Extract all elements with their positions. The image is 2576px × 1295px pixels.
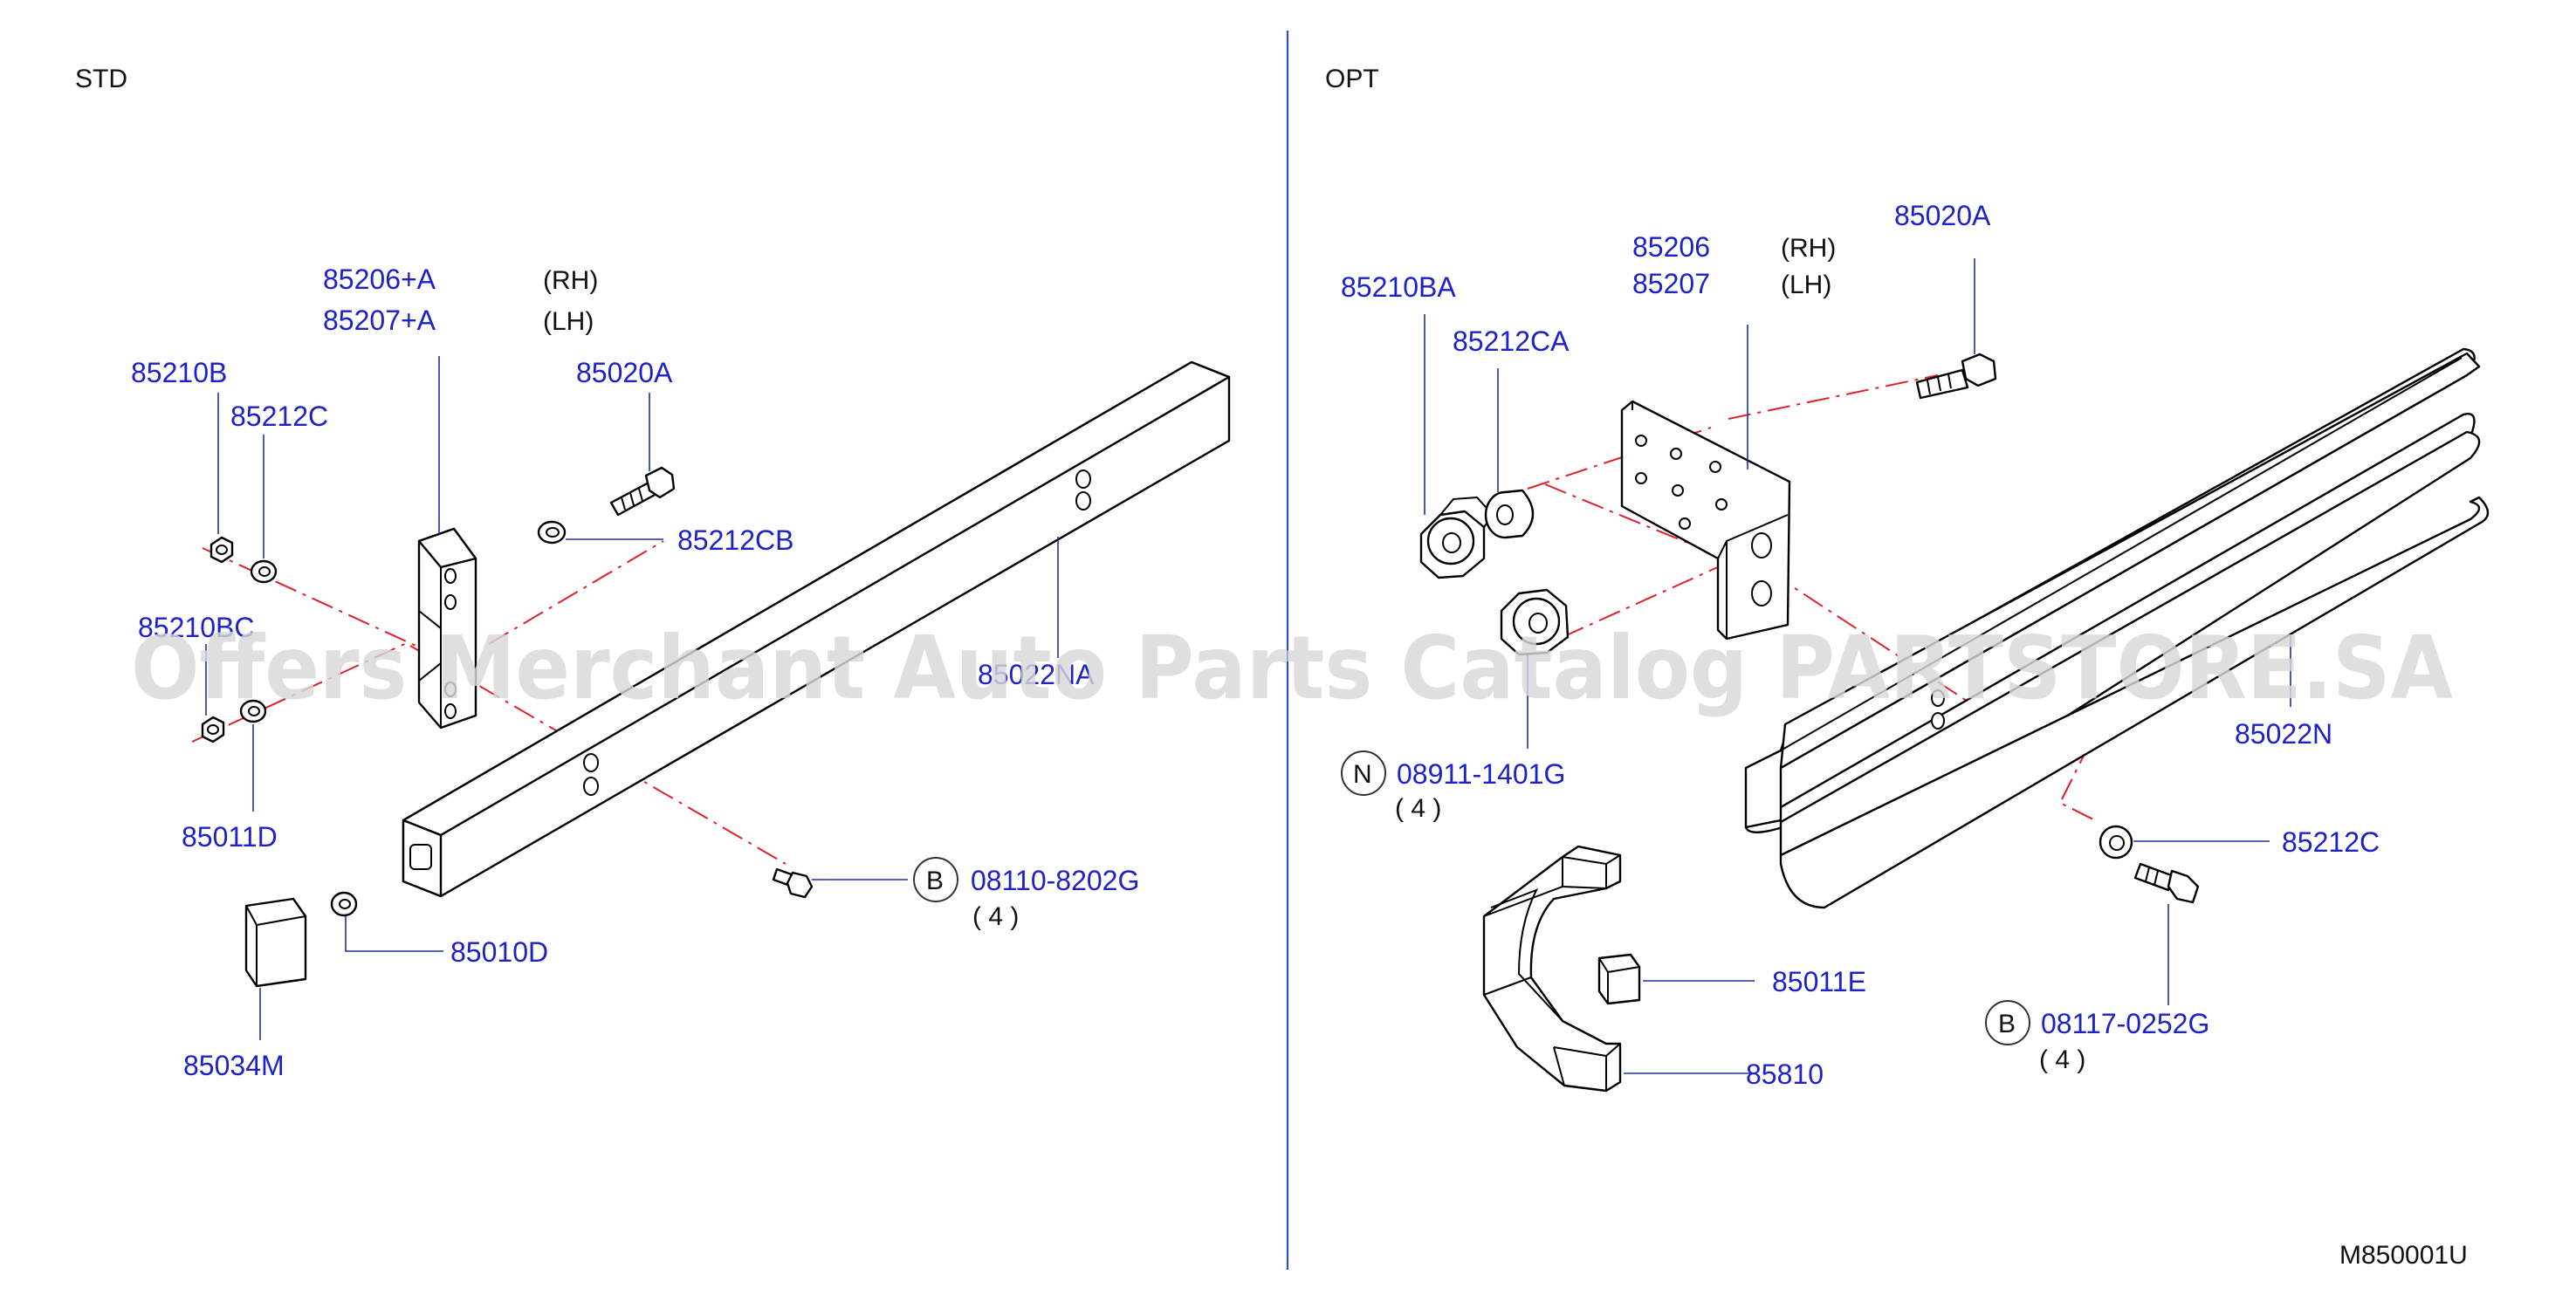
opt-label-washer: 85212CA [1453, 325, 1570, 357]
std-label-bracket-rh: 85206+A [323, 264, 436, 295]
std-washer-85010d [330, 891, 358, 917]
std-assembly: 85206+A 85207+A (RH) (LH) 85020A 85210B … [131, 264, 1231, 1081]
opt-label-washer-c: 85212C [2282, 826, 2380, 858]
drawing-code: M850001U [2339, 1241, 2468, 1270]
opt-bolt-85020a [1915, 353, 1997, 400]
opt-nut-08911-1401g [1500, 588, 1570, 656]
opt-pad-85011e [1597, 953, 1641, 1005]
std-nut-85210bc [201, 716, 225, 743]
watermark: Offers Merchant Auto Parts Catalog PARTS… [131, 617, 2453, 719]
opt-centerline-lower [1562, 558, 1738, 638]
std-code-b: B [926, 867, 944, 895]
opt-label-bolt-b-qty: ( 4 ) [2039, 1045, 2085, 1074]
std-code-circle-b [913, 857, 958, 902]
std-label-bracket-lh: 85207+A [323, 305, 436, 336]
opt-code-b: B [1998, 1010, 2016, 1038]
opt-label-pad: 85011E [1772, 966, 1866, 997]
section-title-opt: OPT [1325, 65, 1379, 93]
opt-beam-85022n [1744, 347, 2490, 909]
opt-washer-85212c [2099, 825, 2133, 860]
std-label-washer-small: 85010D [450, 936, 548, 968]
opt-label-bracket-lh: 85207 [1632, 268, 1710, 299]
std-beam-85022na [402, 360, 1231, 898]
opt-bracket [1620, 400, 1791, 641]
std-bolt-85020a [609, 466, 676, 517]
opt-code-circle-n [1341, 750, 1386, 796]
std-label-bolt-top: 85020A [576, 357, 673, 388]
std-label-lh: (LH) [543, 307, 594, 336]
opt-label-lh: (LH) [1781, 271, 1831, 299]
std-label-bolt-b-qty: ( 4 ) [972, 902, 1019, 931]
opt-nut-85210ba [1419, 496, 1494, 579]
std-label-rh: (RH) [543, 266, 598, 295]
opt-label-nut-n: 08911-1401G [1397, 758, 1565, 790]
std-label-nut-upper: 85210B [131, 357, 227, 388]
std-washer-85212cb [537, 520, 567, 545]
std-bolt-08110-8202g [772, 867, 814, 899]
std-label-collar: 85011D [182, 821, 278, 853]
opt-assembly: 85210BA 85212CA 85206 85207 (RH) (LH) 85… [1341, 200, 2490, 1093]
std-centerline-upper [202, 540, 664, 664]
std-pad-85034m [244, 897, 307, 988]
std-leader-washer-small [345, 916, 443, 952]
opt-label-beam: 85022N [2235, 718, 2332, 750]
std-bracket [417, 527, 477, 730]
std-nut-85210b [210, 536, 234, 564]
opt-stay-85810 [1482, 845, 1622, 1093]
std-label-washer-cb: 85212CB [677, 524, 793, 556]
opt-label-bolt-top: 85020A [1894, 200, 1991, 231]
opt-label-rh: (RH) [1781, 234, 1836, 263]
opt-label-nut-n-qty: ( 4 ) [1395, 794, 1441, 823]
opt-washer-85212ca [1484, 489, 1535, 539]
std-label-pad: 85034M [183, 1050, 285, 1081]
opt-label-nut: 85210BA [1341, 271, 1456, 303]
opt-label-stay: 85810 [1746, 1059, 1824, 1090]
opt-code-circle-b [1985, 1000, 2030, 1045]
opt-label-bracket-rh: 85206 [1632, 231, 1710, 263]
std-collar-85011d [239, 699, 267, 723]
std-label-beam: 85022NA [978, 659, 1095, 690]
opt-code-n: N [1353, 760, 1372, 789]
opt-bolt-08117-0252g [2133, 862, 2200, 904]
std-label-washer-upper: 85212C [230, 401, 328, 432]
std-label-bolt-b: 08110-8202G [971, 865, 1139, 896]
std-washer-85212c [250, 559, 278, 584]
std-label-nut-lower: 85210BC [138, 612, 254, 643]
section-title-std: STD [75, 65, 127, 93]
opt-label-bolt-b: 08117-0252G [2041, 1008, 2209, 1039]
